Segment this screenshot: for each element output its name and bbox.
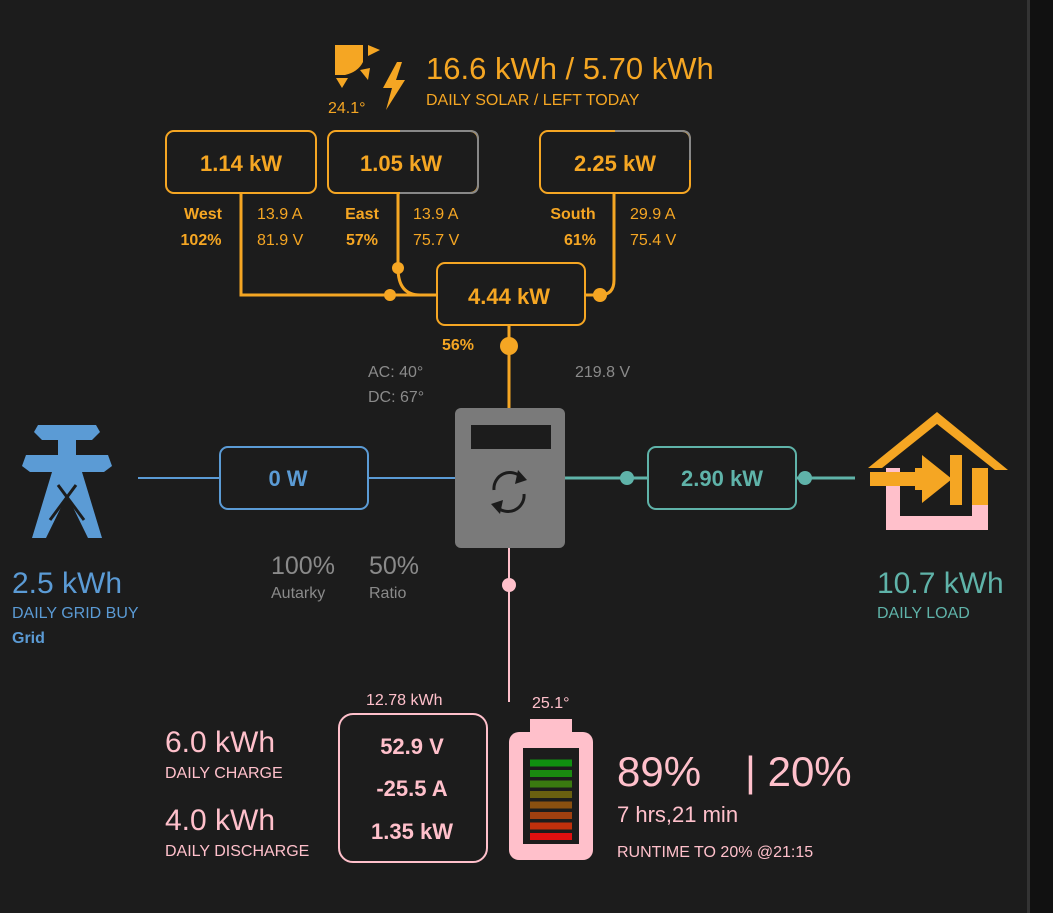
- inverter-voltage: 219.8 V: [575, 364, 630, 381]
- daily-load-value: 10.7 kWh: [877, 567, 1004, 600]
- battery-runtime: 7 hrs,21 min: [617, 802, 738, 827]
- flow-dot: [392, 262, 404, 274]
- daily-grid-buy-value: 2.5 kWh: [12, 567, 122, 600]
- sun-bolt-icon: [335, 45, 405, 110]
- inverter-dc-temp: DC: 67°: [368, 389, 424, 406]
- pv-west[interactable]: 1.14 kW: [165, 130, 317, 194]
- grid-name: Grid: [12, 630, 45, 647]
- flow-dot: [620, 471, 634, 485]
- battery-stats-box[interactable]: 52.9 V -25.5 A 1.35 kW: [338, 713, 488, 863]
- battery-min-soc: | 20%: [745, 748, 852, 795]
- battery-soc: 89%: [617, 748, 701, 795]
- daily-solar-label: DAILY SOLAR / LEFT TODAY: [426, 92, 640, 109]
- pv-percent: 61%: [564, 232, 596, 249]
- page-edge: [1030, 0, 1053, 913]
- flow-dot: [593, 288, 607, 302]
- battery-runtime-label: RUNTIME TO 20% @21:15: [617, 844, 813, 861]
- pv-volts: 75.7 V: [413, 232, 460, 249]
- pv-volts: 75.4 V: [630, 232, 677, 249]
- daily-charge-value: 6.0 kWh: [165, 726, 275, 759]
- battery-cell: [530, 822, 572, 830]
- pv-south[interactable]: 2.25 kW: [539, 130, 691, 194]
- grid-power: 0 W: [268, 466, 307, 491]
- flow-dot: [798, 471, 812, 485]
- flow-dot: [384, 289, 396, 301]
- load-power: 2.90 kW: [681, 466, 763, 491]
- pv-east[interactable]: 1.05 kW: [327, 130, 479, 194]
- grid-power-box[interactable]: 0 W: [219, 446, 369, 510]
- pv-combined-power: 4.44 kW: [468, 284, 550, 309]
- battery-power: 1.35 kW: [371, 819, 453, 844]
- autarky-label: Autarky: [271, 585, 325, 602]
- battery-voltage: 52.9 V: [380, 734, 444, 759]
- flow-dot: [502, 578, 516, 592]
- battery-icon: [509, 719, 593, 860]
- battery-cell: [530, 833, 572, 840]
- inverter-ac-temp: AC: 40°: [368, 364, 423, 381]
- battery-cell: [530, 780, 572, 788]
- battery-cell: [530, 801, 572, 809]
- autarky-value: 100%: [271, 552, 335, 580]
- home-import-icon[interactable]: [868, 412, 1008, 530]
- daily-solar-value: 16.6 kWh / 5.70 kWh: [426, 51, 714, 86]
- pv-name: South: [550, 206, 595, 223]
- battery-cell: [530, 791, 572, 798]
- solar-temperature: 24.1°: [328, 100, 366, 117]
- scrollbar[interactable]: [1027, 0, 1030, 913]
- pv-percent: 57%: [346, 232, 378, 249]
- battery-cell: [530, 812, 572, 819]
- daily-discharge-value: 4.0 kWh: [165, 804, 275, 837]
- inverter-icon[interactable]: [455, 408, 565, 548]
- daily-discharge-label: DAILY DISCHARGE: [165, 843, 309, 860]
- pv-amps: 13.9 A: [413, 206, 459, 223]
- pv-name: East: [345, 206, 379, 223]
- pv-amps: 29.9 A: [630, 206, 676, 223]
- pv-volts: 81.9 V: [257, 232, 304, 249]
- battery-capacity: 12.78 kWh: [366, 692, 442, 709]
- pv-name: West: [184, 206, 223, 223]
- pv-power: 2.25 kW: [574, 151, 656, 176]
- pv-percent: 102%: [181, 232, 222, 249]
- ratio-value: 50%: [369, 552, 419, 580]
- battery-cell: [530, 770, 572, 777]
- pv-power: 1.14 kW: [200, 151, 282, 176]
- daily-charge-label: DAILY CHARGE: [165, 765, 283, 782]
- daily-load-label: DAILY LOAD: [877, 605, 970, 622]
- battery-cell: [530, 759, 572, 767]
- pv-combined[interactable]: 4.44 kW: [436, 262, 586, 326]
- transmission-tower-icon[interactable]: [22, 425, 112, 538]
- flow-dot: [500, 337, 518, 355]
- power-flow-card: 24.1° 16.6 kWh / 5.70 kWh DAILY SOLAR / …: [12, 45, 1008, 863]
- battery-current: -25.5 A: [376, 776, 447, 801]
- daily-grid-buy-label: DAILY GRID BUY: [12, 605, 139, 622]
- pv-power: 1.05 kW: [360, 151, 442, 176]
- pv-combined-percent: 56%: [442, 337, 474, 354]
- ratio-label: Ratio: [369, 585, 406, 602]
- pv-amps: 13.9 A: [257, 206, 303, 223]
- load-power-box[interactable]: 2.90 kW: [647, 446, 797, 510]
- battery-temperature: 25.1°: [532, 695, 570, 712]
